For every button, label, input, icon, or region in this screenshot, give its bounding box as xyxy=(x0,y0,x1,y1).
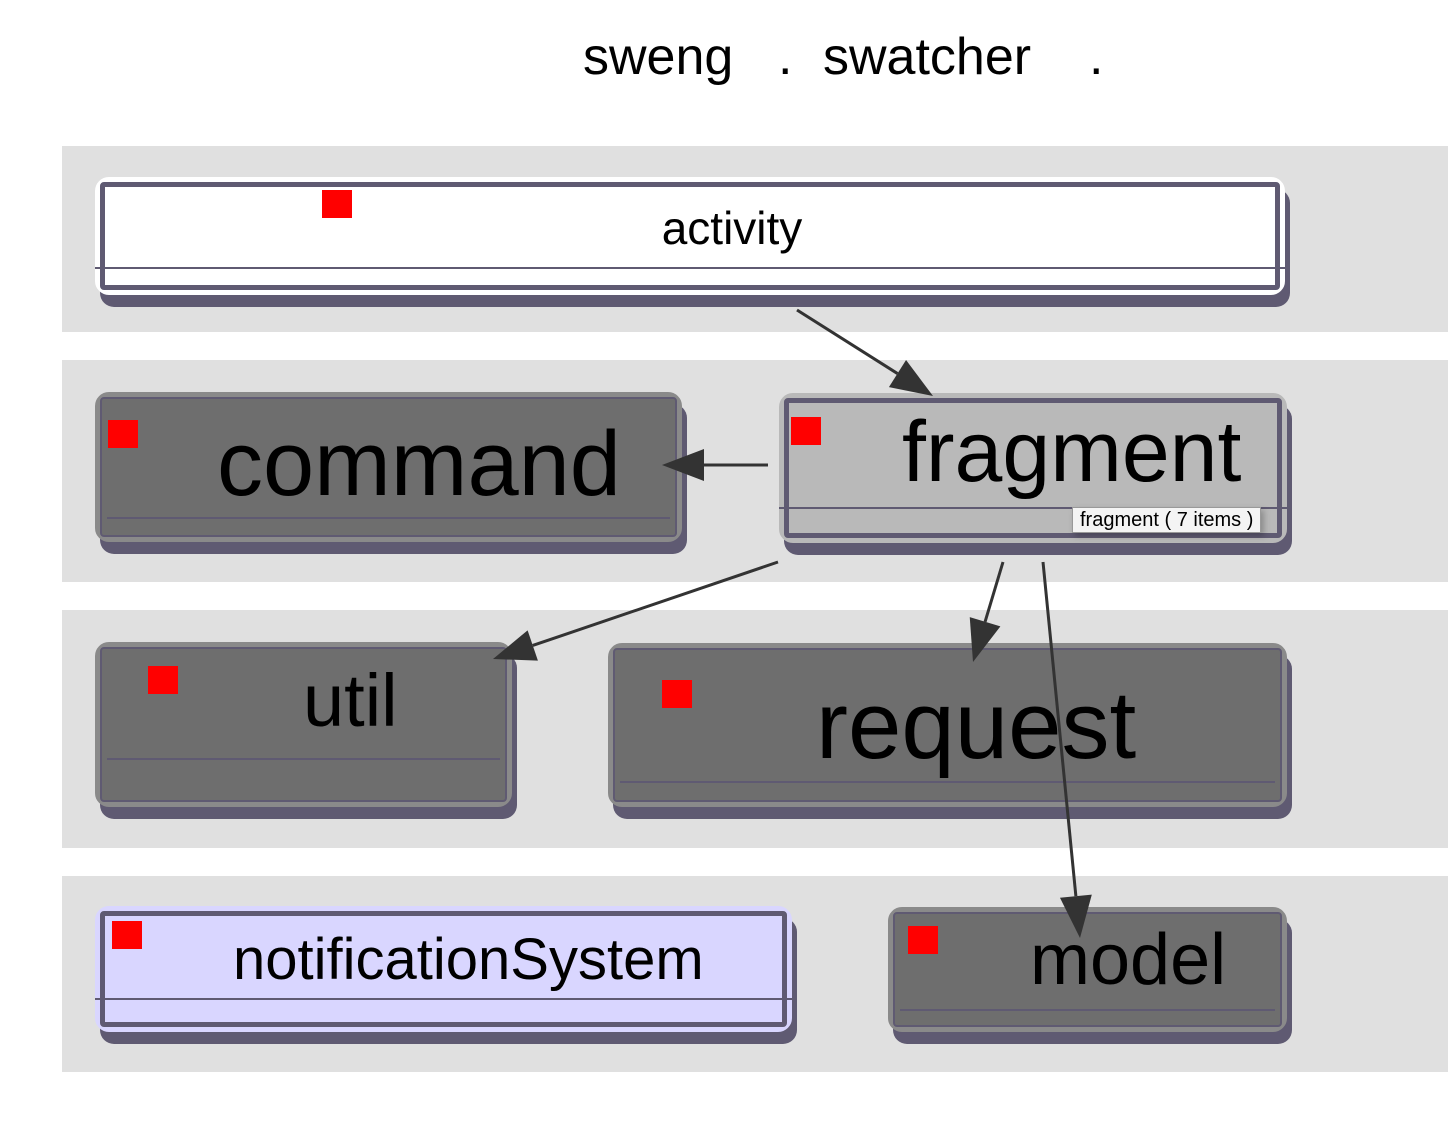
package-label: command xyxy=(217,413,621,515)
package-request[interactable]: request xyxy=(608,643,1292,819)
breadcrumb-segment-sweng[interactable]: sweng xyxy=(583,28,734,86)
package-marker xyxy=(791,417,821,445)
package-label: request xyxy=(816,672,1137,779)
edge-arrowhead-fragment-to-request xyxy=(969,617,1001,662)
package-marker xyxy=(148,666,178,694)
package-command[interactable]: command xyxy=(95,392,687,554)
package-label: notificationSystem xyxy=(233,927,704,992)
package-marker xyxy=(112,921,142,949)
package-model[interactable]: model xyxy=(888,907,1292,1044)
package-label: util xyxy=(303,659,398,742)
edge-arrowhead-fragment-to-model xyxy=(1059,894,1092,938)
package-marker xyxy=(662,680,692,708)
breadcrumb-segment-swatcher[interactable]: swatcher xyxy=(823,28,1032,86)
package-label: activity xyxy=(661,202,803,254)
breadcrumb-separator: . xyxy=(778,28,793,86)
edge-fragment-to-model xyxy=(1041,561,1078,897)
edge-arrowhead-activity-to-fragment xyxy=(888,360,933,396)
package-marker xyxy=(908,926,938,954)
package-label: fragment xyxy=(902,404,1242,500)
hover-tooltip: fragment ( 7 items ) xyxy=(1072,507,1262,533)
edge-fragment-to-request xyxy=(983,561,1005,623)
edge-fragment-to-util xyxy=(532,560,779,647)
breadcrumb-separator: . xyxy=(1089,28,1104,86)
package-notificationSystem[interactable]: notificationSystem xyxy=(95,906,797,1044)
package-label: model xyxy=(1030,920,1227,1000)
package-util[interactable]: util xyxy=(95,642,517,819)
edge-arrowhead-fragment-to-util xyxy=(493,630,538,661)
package-activity[interactable]: activity xyxy=(95,177,1290,307)
package-marker xyxy=(322,190,352,218)
package-marker xyxy=(108,420,138,448)
edge-activity-to-fragment xyxy=(796,308,899,375)
edge-arrowhead-fragment-to-command xyxy=(662,449,704,481)
